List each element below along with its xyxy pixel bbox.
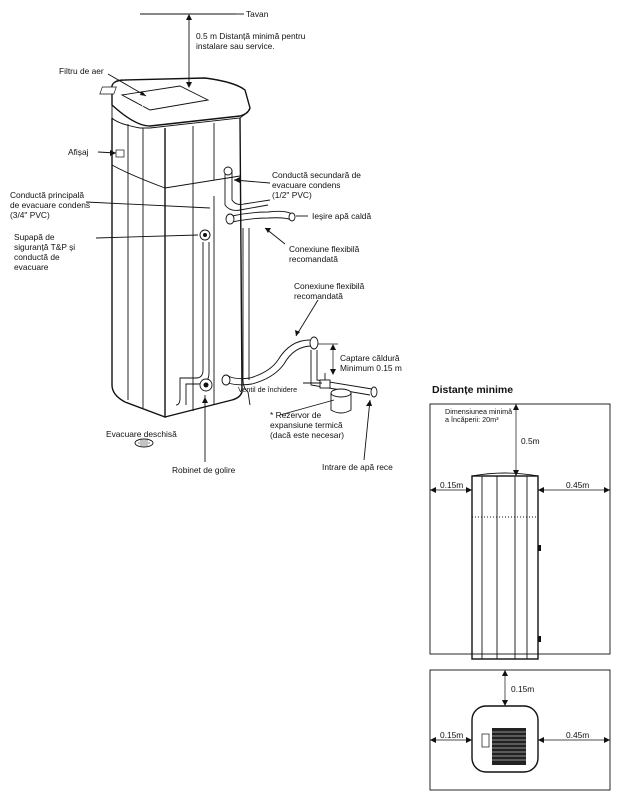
shutoff-valve-icon (319, 379, 331, 389)
display-label: Afișaj (68, 147, 89, 157)
air-filter-label: Filtru de aer (59, 66, 104, 76)
clearances-title: Distanțe minime (432, 384, 514, 396)
shutoff-valve-label: Ventil de închidere (238, 385, 298, 394)
main-condensate-label: Conductă principală de evacuare condens … (10, 190, 91, 220)
cold-water-in-label: Intrare de apă rece (322, 462, 393, 472)
display-icon (115, 149, 125, 158)
secondary-condensate-label: Conductă secundară de evacuare condens (… (272, 170, 361, 200)
water-heater-unit (99, 77, 313, 419)
hot-water-out-label: Ieșire apă caldă (312, 211, 372, 221)
top-left-clearance: 0.15m (440, 730, 464, 740)
clearance-front-view (429, 403, 611, 660)
flex-connection-label-2: Conexiune flexibilă recomandată (294, 281, 365, 301)
open-drain-label: Evacuare deschisă (106, 429, 177, 439)
heat-trap-fittings (309, 336, 378, 414)
expansion-tank-label: * Rezervor de expansiune termică (dacă e… (270, 410, 345, 440)
min-distance-label: 0.5 m Distanță minimă pentru instalare s… (196, 31, 306, 51)
leader-lines (85, 13, 371, 462)
front-top-clearance: 0.5m (521, 436, 540, 446)
top-right-clearance: 0.45m (566, 730, 590, 740)
top-top-clearance: 0.15m (511, 684, 535, 694)
clearance-top-view (429, 669, 611, 791)
tp-valve-label: Supapă de siguranță T&P și conductă de e… (14, 232, 76, 272)
front-right-clearance: 0.45m (566, 480, 590, 490)
drain-valve-label: Robinet de golire (172, 465, 236, 475)
air-filter-grille (99, 85, 210, 111)
front-left-clearance: 0.15m (440, 480, 464, 490)
open-drain (134, 438, 154, 448)
room-size-label: Dimensiunea minimă a încăperii: 20m³ (445, 407, 513, 425)
ceiling-label: Tavan (246, 9, 269, 19)
flex-connection-label-1: Conexiune flexibilă recomandată (289, 244, 360, 264)
heat-trap-label: Captare căldură Minimum 0.15 m (340, 353, 402, 373)
